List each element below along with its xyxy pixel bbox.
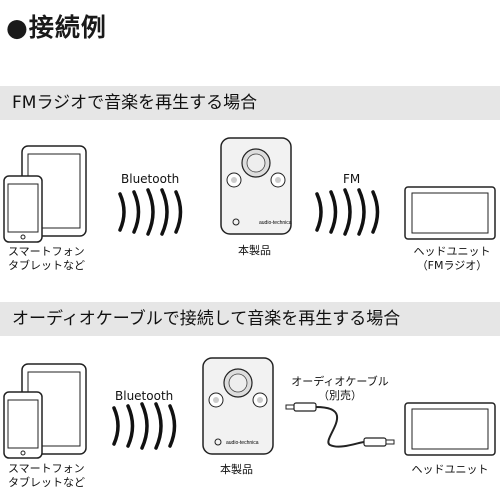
cable-label-line2: （別売） <box>318 389 362 402</box>
bluetooth-waves-icon <box>118 188 183 236</box>
cable-label-line1: オーディオケーブル <box>291 375 389 388</box>
smartphone-icon <box>3 175 43 243</box>
head-unit-label-line1: ヘッドユニット <box>413 245 491 258</box>
phone-label-line1: スマートフォン <box>8 245 85 258</box>
phone-label-line1-2: スマートフォン <box>8 462 85 475</box>
head-unit-label-line2: （FMラジオ） <box>416 259 488 272</box>
fm-label: FM <box>343 172 361 186</box>
section-banner-cable: オーディオケーブルで接続して音楽を再生する場合 <box>0 302 500 336</box>
bluetooth-waves-icon-2 <box>112 402 177 450</box>
head-unit-icon <box>404 186 496 240</box>
phone-label-line2-2: タブレットなど <box>8 476 85 489</box>
fm-waves-icon <box>315 188 380 236</box>
bluetooth-label-2: Bluetooth <box>115 389 174 403</box>
phone-label-line2: タブレットなど <box>8 259 85 272</box>
product-device-icon <box>220 137 292 235</box>
bluetooth-label: Bluetooth <box>121 172 180 186</box>
device-label: 本製品 <box>238 244 271 257</box>
brand-logo-1: audio-technica <box>259 220 292 226</box>
audio-cable-icon <box>285 402 395 448</box>
page-title: ●接続例 <box>6 13 107 42</box>
brand-logo-2: audio-technica <box>226 440 259 446</box>
head-unit-label-2: ヘッドユニット <box>411 463 489 476</box>
head-unit-icon-2 <box>404 402 496 456</box>
section-banner-fm: FMラジオで音楽を再生する場合 <box>0 86 500 120</box>
product-device-icon-2 <box>202 357 274 455</box>
device-label-2: 本製品 <box>220 463 253 476</box>
smartphone-icon-2 <box>3 391 43 459</box>
